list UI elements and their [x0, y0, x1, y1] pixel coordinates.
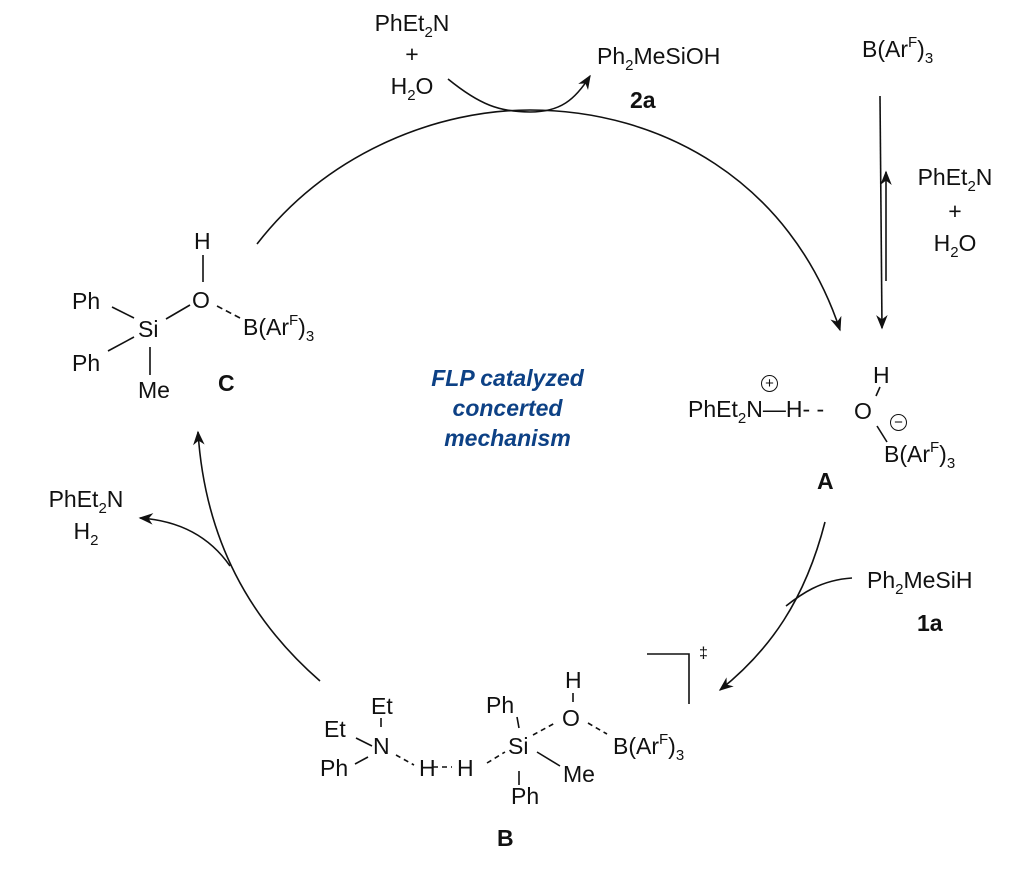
- c-me: Me: [138, 377, 170, 403]
- b-label: B: [497, 825, 514, 851]
- top-reagent-water: H2O: [390, 73, 434, 104]
- c-ph-top: Ph: [72, 288, 101, 314]
- b-h2: H: [457, 755, 474, 781]
- side-arrow-h2-out: [138, 513, 231, 567]
- equilibrium-reagent-water: H2O: [933, 230, 977, 261]
- b-dagger: ‡: [699, 645, 708, 662]
- bond-c-ph2-si: [107, 336, 135, 352]
- silane-1a-label: 1a: [917, 610, 943, 636]
- catalyst-borane: B(ArF)3: [862, 34, 934, 67]
- b-ph-left: Ph: [320, 755, 349, 781]
- bond-c-o-b: [216, 305, 241, 319]
- a-minus-charge: −: [890, 414, 907, 431]
- b-et-top: Et: [371, 693, 393, 719]
- b-me: Me: [563, 761, 595, 787]
- c-si: Si: [138, 316, 159, 342]
- b-n: N: [373, 733, 390, 759]
- side-arrow-2a-out: [529, 74, 591, 113]
- product-2a-label: 2a: [630, 87, 656, 113]
- mechanism-title-line1: FLP catalyzed: [431, 365, 584, 391]
- mechanism-title-line3: mechanism: [444, 425, 571, 451]
- c-borane: B(ArF)3: [243, 312, 315, 345]
- side-arrow-1a-in: [785, 577, 853, 607]
- a-label: A: [817, 468, 834, 494]
- equilibrium-reagent-plus: +: [948, 198, 962, 224]
- cycle-arc-a-to-b: [718, 521, 826, 691]
- bond-c-si-o: [165, 304, 191, 320]
- a-h-on-o: H: [873, 362, 890, 388]
- silane-1a-formula: Ph2MeSiH: [867, 567, 973, 598]
- bond-b-h-si: [486, 751, 506, 764]
- equilibrium-arrow-forward: [876, 95, 888, 330]
- ts-bracket: [647, 653, 690, 704]
- bond-b-o-b: [587, 722, 608, 735]
- b-si: Si: [508, 733, 529, 759]
- b-h-on-o: H: [565, 667, 582, 693]
- b-h1: H: [419, 755, 436, 781]
- c-ph-bottom: Ph: [72, 350, 101, 376]
- mechanism-title: FLP catalyzed concerted mechanism: [400, 363, 615, 453]
- bond-c-ph1-si: [111, 306, 135, 319]
- c-h: H: [194, 228, 211, 254]
- b-et-left: Et: [324, 716, 346, 742]
- bond-a-o-h: [875, 386, 881, 397]
- bond-b-si-o: [532, 722, 556, 736]
- c-label: C: [218, 370, 235, 396]
- bond-b-ph-n: [354, 756, 369, 765]
- byproduct-h2: H2: [73, 518, 99, 549]
- a-amine: PhEt2N—H- -: [688, 396, 825, 427]
- product-2a-formula: Ph2MeSiOH: [597, 43, 721, 74]
- bond-b-si-me: [536, 751, 561, 767]
- equilibrium-reagent-amine: PhEt2N: [917, 164, 993, 195]
- bond-b-n-h: [395, 754, 415, 766]
- mechanism-title-line2: concerted: [452, 395, 563, 421]
- b-ph-top: Ph: [486, 692, 515, 718]
- cycle-arc-c-to-a: [256, 109, 842, 332]
- a-plus-charge: +: [761, 375, 778, 392]
- cycle-arc-b-to-c: [193, 430, 321, 682]
- c-o: O: [192, 287, 210, 313]
- bond-a-o-b: [876, 425, 888, 443]
- top-reagent-amine: PhEt2N: [374, 10, 450, 41]
- top-reagent-plus: +: [405, 41, 419, 67]
- a-borane: B(ArF)3: [884, 439, 956, 472]
- bond-b-ph-si: [516, 716, 520, 729]
- b-borane: B(ArF)3: [613, 731, 685, 764]
- b-o: O: [562, 705, 580, 731]
- side-arrow-water-in: [447, 78, 531, 113]
- b-ph-bottom: Ph: [511, 783, 540, 809]
- bond-b-et-n: [355, 737, 373, 747]
- byproduct-amine: PhEt2N: [48, 486, 124, 517]
- a-oxygen: O: [854, 398, 872, 424]
